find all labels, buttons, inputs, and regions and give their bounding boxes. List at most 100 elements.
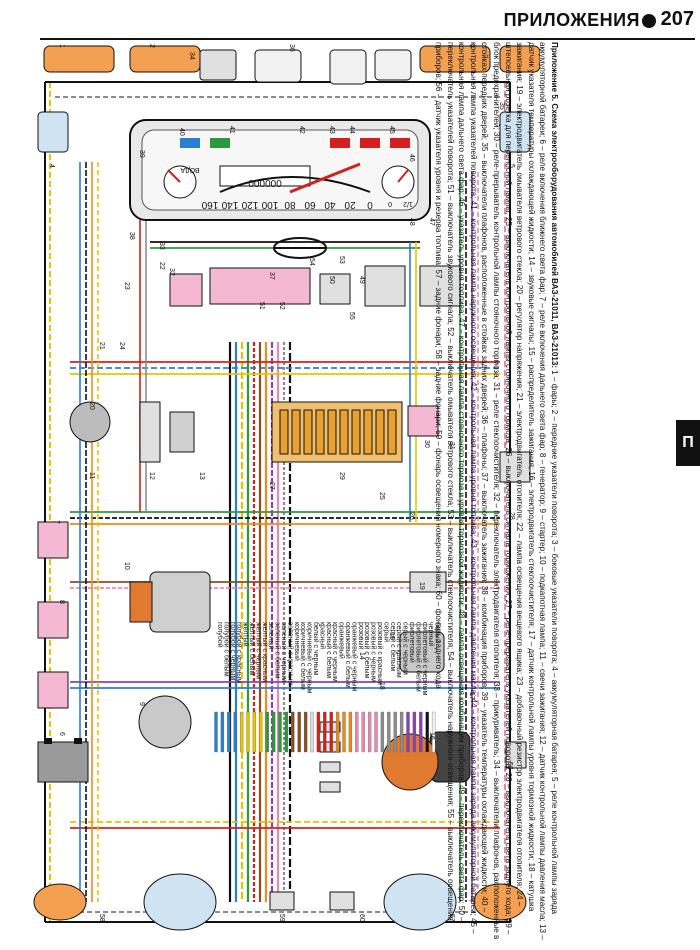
legend-label: красный — [318, 622, 326, 649]
component-number: 12 — [148, 472, 155, 480]
component-number: 31 — [448, 442, 455, 450]
component-number: 47 — [428, 218, 435, 226]
component-number: 16 — [428, 732, 435, 740]
legend-label: белый с черным — [312, 622, 320, 675]
component-number: 27 — [268, 482, 275, 490]
speed-label: 20 — [344, 199, 356, 210]
legend-swatch — [387, 711, 391, 753]
component-number: 33 — [158, 242, 165, 250]
component-number: 22 — [158, 262, 165, 270]
legend-label: зеленый — [267, 622, 275, 650]
figure-caption: Приложение 5. Схема электрооборудования … — [420, 42, 560, 947]
speed-label: 100 — [261, 199, 278, 210]
odometer: 000000 — [248, 177, 282, 188]
switch-blocks — [169, 265, 461, 307]
component-number: 6 — [58, 732, 65, 736]
battery — [37, 738, 89, 783]
component-number: 46 — [408, 154, 415, 162]
legend-swatch — [278, 711, 282, 753]
speed-label: 60 — [304, 199, 316, 210]
component-number: 56 — [506, 762, 513, 770]
legend-label: зеленый с красным — [286, 622, 294, 685]
page-header: ПРИЛОЖЕНИЯ 207 — [0, 0, 700, 40]
legend-label: зеленый с черным — [280, 622, 288, 682]
legend-label: желтый с красным — [261, 622, 269, 682]
component-number: 19 — [418, 582, 425, 590]
legend-swatch — [265, 711, 269, 753]
speed-label: 140 — [221, 199, 238, 210]
legend-swatch — [361, 711, 365, 753]
legend-swatch — [412, 711, 417, 753]
legend-label: фиолетовый — [408, 622, 416, 663]
legend-label: голубой с белым — [222, 622, 230, 677]
legend-label: серый с красным — [395, 622, 403, 678]
legend-label: серый с белым — [389, 622, 397, 671]
component-number: 55 — [348, 312, 355, 320]
legend-swatch — [399, 711, 404, 753]
section-title: ПРИЛОЖЕНИЯ — [503, 10, 640, 30]
legend-swatch — [380, 711, 385, 753]
component-number: 7 — [53, 520, 60, 524]
legend-label: желтый с черным — [254, 622, 262, 679]
section-tab: П — [676, 420, 700, 466]
legend-swatch — [259, 711, 263, 753]
legend-label: желтый с белым — [248, 622, 256, 676]
fuse-block — [271, 401, 439, 463]
component-number: 10 — [123, 562, 130, 570]
component-number: 2 — [148, 44, 155, 48]
component-number: 35 — [498, 102, 505, 110]
component-number: 38 — [128, 232, 135, 240]
component-number: 36 — [288, 44, 295, 52]
component-number: 25 — [378, 492, 385, 500]
legend-label: красный с белым — [325, 622, 333, 678]
side-lamps — [37, 111, 531, 153]
headlights — [33, 873, 527, 931]
speed-label: 40 — [324, 199, 336, 210]
component-number: 3 — [468, 44, 475, 48]
legend-swatch — [214, 711, 218, 753]
component-number: 18 — [378, 682, 385, 690]
legend-label: коричневый с белым — [299, 622, 307, 690]
legend-label: розовый с черным — [370, 622, 378, 682]
legend-swatch — [271, 711, 276, 753]
component-number: 34 — [188, 52, 195, 60]
legend-swatch — [342, 711, 346, 753]
component-number: 9 — [138, 702, 145, 706]
legend-swatch — [316, 711, 321, 753]
component-number: 41 — [228, 126, 235, 134]
legend-label: голубой с красным — [235, 622, 243, 683]
component-number: 29 — [338, 472, 345, 480]
legend-label: розовый с красным — [376, 622, 384, 685]
component-number: 4 — [48, 164, 55, 168]
component-number: 14 — [358, 652, 365, 660]
component-number: 5 — [508, 164, 515, 168]
component-number: 30 — [423, 440, 430, 448]
legend-label: розовый с белым — [363, 622, 371, 678]
component-number: 20 — [88, 402, 95, 410]
temp-label: ВОДА — [180, 166, 199, 173]
legend-label: оранжевый с черным — [350, 622, 358, 692]
legend-swatch — [303, 711, 308, 753]
component-number: 54 — [308, 258, 315, 266]
legend-label: розовый — [357, 622, 365, 649]
caption-label: Приложение 5. Схема электрооборудования … — [550, 42, 559, 369]
component-number: 39 — [138, 150, 145, 158]
component-number: 51 — [258, 302, 265, 310]
legend-swatch — [348, 711, 353, 753]
component-number: 60 — [358, 914, 365, 922]
fuel-label: 0 — [388, 200, 392, 207]
legend-label: красный с черным — [331, 622, 339, 682]
component-number: 52 — [278, 302, 285, 310]
legend-label: коричневый с черным — [306, 622, 314, 694]
legend-swatch — [246, 711, 250, 753]
legend-label: голубой — [216, 622, 224, 648]
legend-label: голубой с черным — [229, 622, 237, 680]
harness-left — [79, 162, 147, 902]
legend-swatch — [425, 711, 429, 753]
page-number: 207 — [660, 8, 694, 30]
legend-swatch — [233, 711, 237, 753]
legend-label: фиолетовый с черным — [421, 622, 429, 696]
legend-swatch — [291, 711, 295, 753]
legend-swatch — [227, 711, 231, 753]
legend-label: белый — [434, 622, 442, 643]
